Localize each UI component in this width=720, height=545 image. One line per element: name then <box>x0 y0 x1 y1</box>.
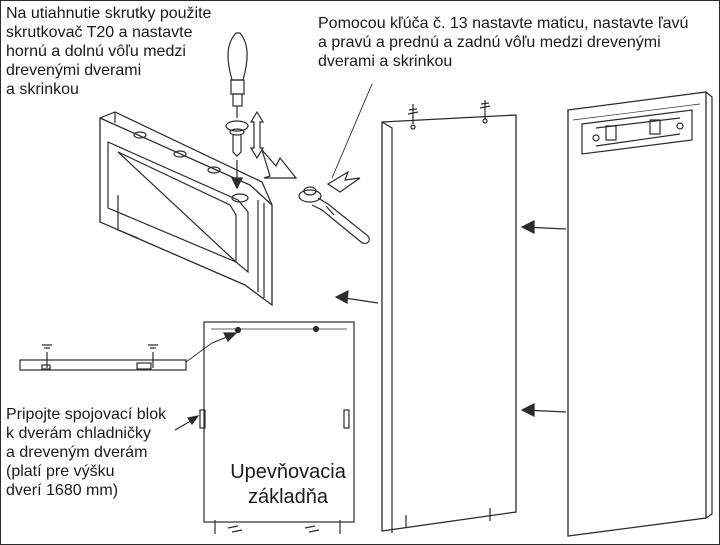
wrench-instruction: Pomocou kľúča č. 13 nastavte maticu, nas… <box>318 15 689 70</box>
fridge-door-corner <box>99 111 273 307</box>
rotation-arrows <box>261 149 361 193</box>
cabinet-panel <box>567 91 713 537</box>
screwdriver-t20 <box>225 32 249 190</box>
block-base-leader <box>185 342 213 363</box>
mounting-base-panel <box>199 321 355 534</box>
wrench-13 <box>298 186 370 245</box>
vertical-adjust-arrow <box>249 110 265 160</box>
screwdriver-instruction: Na utiahnutie skrutky použite skrutkovač… <box>6 5 212 98</box>
connecting-block-instruction: Pripojte spojovací blok k dverám chladni… <box>6 406 167 499</box>
pointer-arrows <box>174 220 567 431</box>
wrench-leader-line <box>331 83 373 179</box>
connecting-block-bar <box>19 344 187 371</box>
mounting-base-label: Upevňovacia základňa <box>230 461 346 508</box>
wooden-door-panel <box>381 100 517 533</box>
